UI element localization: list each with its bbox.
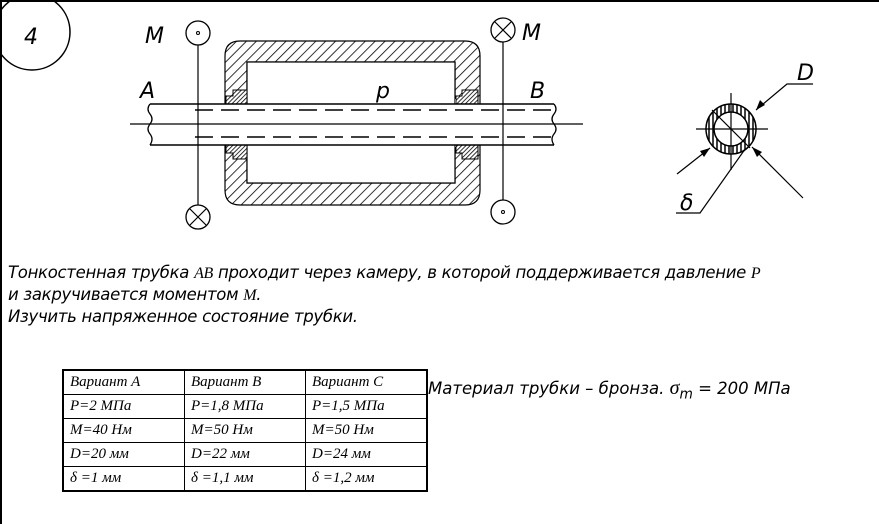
- tube-cross-section: D δ: [676, 61, 814, 216]
- table-cell: P=1,5 МПа: [305, 394, 428, 419]
- table-header-row: Вариант A Вариант B Вариант C: [62, 369, 428, 395]
- moment-left: [185, 20, 211, 230]
- material-note: Материал трубки – бронза. σm = 200 МПа: [428, 377, 791, 403]
- task-line-1: Тонкостенная трубка AB проходит через ка…: [8, 263, 761, 282]
- variants-table: Вариант A Вариант B Вариант C P=2 МПа P=…: [62, 369, 428, 492]
- header-cell: Вариант A: [62, 369, 185, 395]
- task-statement: Тонкостенная трубка AB проходит через ка…: [8, 262, 761, 327]
- table-cell: P=1,8 МПа: [184, 394, 306, 419]
- table-row: M=40 Нм M=50 Нм M=50 Нм: [62, 418, 428, 443]
- label-m-left: M: [145, 24, 164, 49]
- label-a: A: [138, 79, 155, 104]
- header-cell: Вариант B: [184, 369, 306, 395]
- tube: [130, 103, 583, 146]
- moment-out-icon: [490, 199, 516, 225]
- table-cell: D=20 мм: [62, 442, 185, 467]
- moment-right: [490, 17, 516, 225]
- problem-number-badge: 4: [0, 0, 71, 71]
- table-row: D=20 мм D=22 мм D=24 мм: [62, 442, 428, 467]
- table-cell: D=24 мм: [305, 442, 428, 467]
- table-cell: D=22 мм: [184, 442, 306, 467]
- table-cell: P=2 МПа: [62, 394, 185, 419]
- table-cell: M=40 Нм: [62, 418, 185, 443]
- table-cell: δ =1,1 мм: [184, 466, 306, 492]
- task-line-3: Изучить напряженное состояние трубки.: [8, 307, 358, 326]
- label-d: D: [797, 61, 814, 86]
- table-cell: δ =1 мм: [62, 466, 185, 492]
- table-row: δ =1 мм δ =1,1 мм δ =1,2 мм: [62, 466, 428, 492]
- table-cell: δ =1,2 мм: [305, 466, 428, 492]
- label-m-right: M: [522, 21, 541, 46]
- table-cell: M=50 Нм: [184, 418, 306, 443]
- header-cell: Вариант C: [305, 369, 428, 395]
- label-p: p: [375, 79, 390, 104]
- table-cell: M=50 Нм: [305, 418, 428, 443]
- problem-number: 4: [24, 25, 38, 50]
- task-line-2: и закручивается моментом M.: [8, 285, 262, 304]
- label-delta: δ: [680, 191, 693, 216]
- table-row: P=2 МПа P=1,8 МПа P=1,5 МПа: [62, 394, 428, 419]
- label-b: B: [530, 79, 545, 104]
- moment-out-icon: [185, 20, 211, 46]
